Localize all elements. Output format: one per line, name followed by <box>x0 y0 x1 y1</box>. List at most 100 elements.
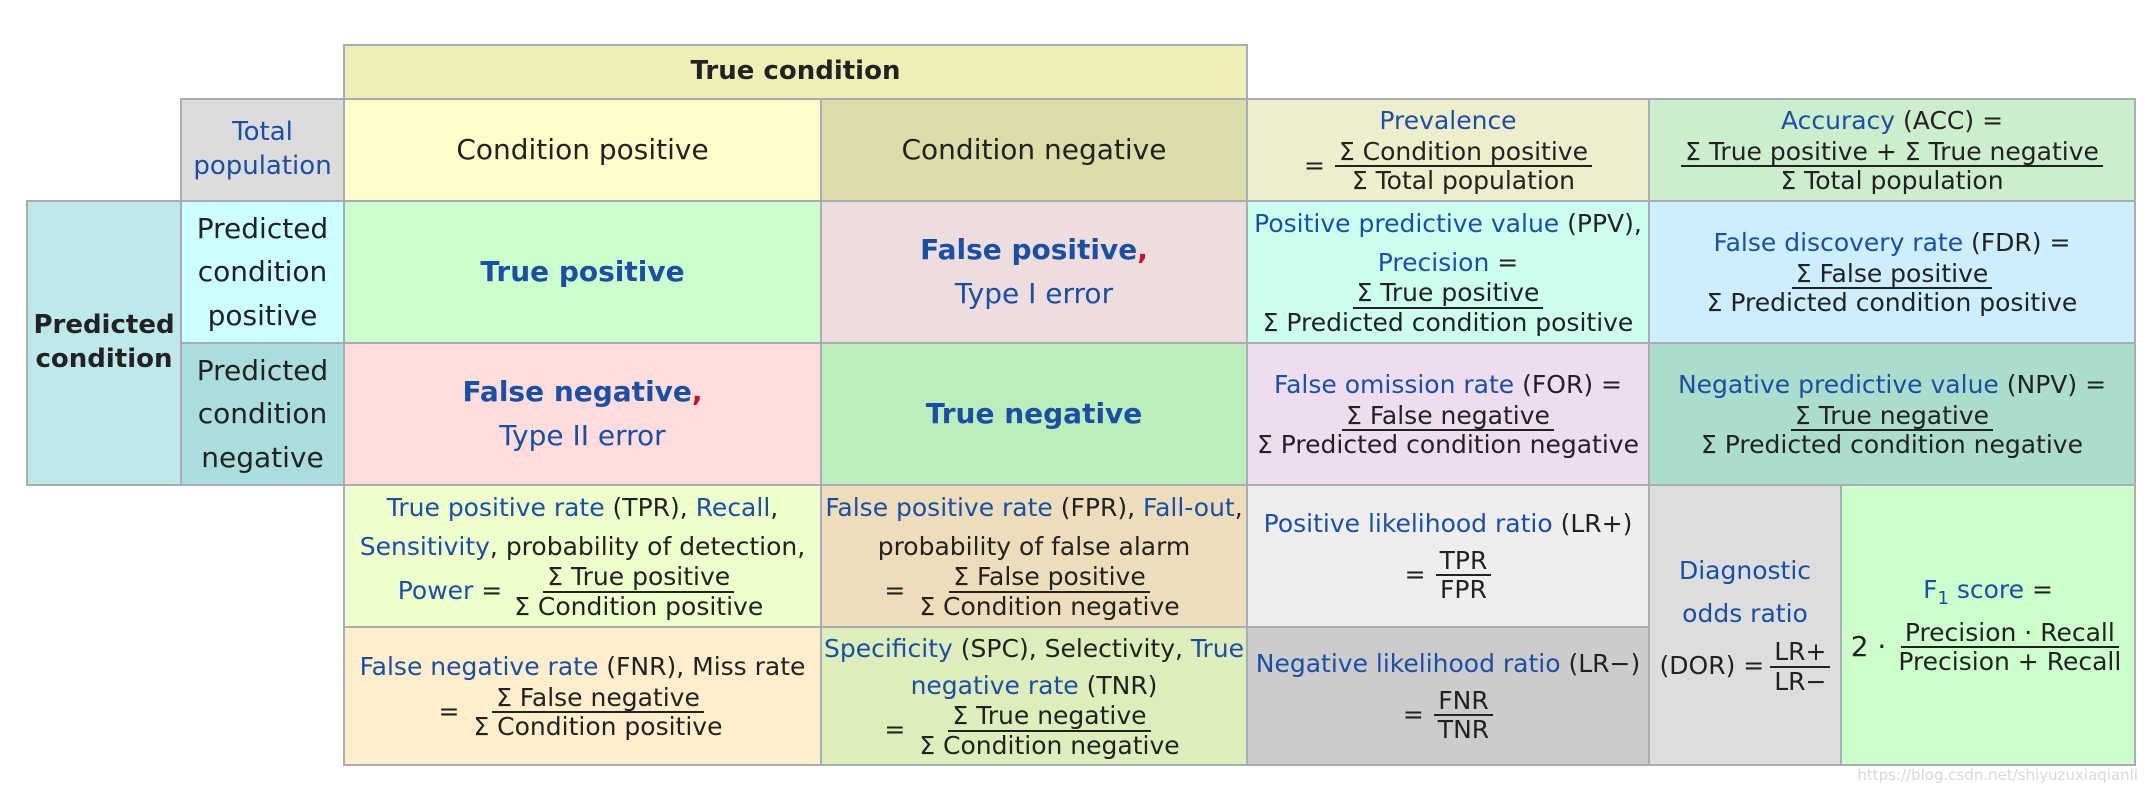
predicted-condition-label: Predicted condition <box>33 310 175 374</box>
fnr-abbr: (FNR), Miss rate <box>598 652 806 682</box>
fpr-cell: False positive rate (FPR), Fall-out, pro… <box>820 484 1248 628</box>
for-term: False omission rate <box>1274 370 1515 400</box>
lr-plus-equals: = <box>1404 560 1426 589</box>
lr-plus-fraction: TPR FPR <box>1435 547 1492 605</box>
f1-coefficient: 2 · <box>1850 629 1887 663</box>
power-term: Power <box>397 576 474 606</box>
accuracy-numerator: Σ True positive + Σ True negative <box>1681 138 2103 168</box>
tpr-numerator: Σ True positive <box>543 563 735 593</box>
for-abbr: (FOR) = <box>1514 370 1622 400</box>
spc-equals: = <box>884 715 906 745</box>
f1-letter: F <box>1923 575 1938 605</box>
false-negative-cell: False negative, Type II error <box>343 342 822 486</box>
f1-term: score <box>1948 575 2025 605</box>
fnr-numerator: Σ False negative <box>492 684 704 714</box>
type-ii-error-label: Type II error <box>499 419 666 452</box>
condition-positive-label: Condition positive <box>456 132 709 166</box>
lr-plus-term: Positive likelihood ratio <box>1263 509 1553 539</box>
total-population-label: Total population <box>193 117 332 181</box>
fpr-equals: = <box>884 576 906 606</box>
dor-term-line2: odds ratio <box>1682 598 1808 628</box>
condition-negative-label: Condition negative <box>901 132 1167 166</box>
fnr-term: False negative rate <box>359 652 599 682</box>
tnr-abbr: (TNR) <box>1078 670 1158 700</box>
lr-minus-denominator: TNR <box>1437 715 1490 745</box>
dor-fraction: LR+ LR− <box>1770 638 1831 696</box>
prevalence-equals: = <box>1303 151 1325 180</box>
fnr-equals: = <box>438 697 460 726</box>
lr-minus-fraction: FNR TNR <box>1434 687 1493 744</box>
fpr-numerator: Σ False positive <box>949 563 1150 593</box>
fpr-denominator: Σ Condition negative <box>919 591 1180 621</box>
dor-abbr: (DOR) = <box>1659 651 1765 681</box>
dor-cell: Diagnostic odds ratio (DOR) = LR+ LR− <box>1648 484 1842 766</box>
npv-cell: Negative predictive value (NPV) = Σ True… <box>1648 342 2136 486</box>
condition-negative-cell: Condition negative <box>820 98 1248 202</box>
prevalence-term: Prevalence <box>1379 106 1517 136</box>
ppv-term: Positive predictive value <box>1254 209 1560 238</box>
tpr-denominator: Σ Condition positive <box>514 591 764 621</box>
tpr-abbr: (TPR), <box>604 493 696 522</box>
specificity-abbr: (SPC), Selectivity, <box>952 634 1191 663</box>
tnr-term-line1: True <box>1190 634 1245 663</box>
tpr-fraction: Σ True positive Σ Condition positive <box>510 563 767 620</box>
predicted-condition-negative-label: Predicted condition negative <box>196 353 329 474</box>
condition-positive-cell: Condition positive <box>343 98 822 202</box>
npv-denominator: Σ Predicted condition negative <box>1701 430 2083 460</box>
f1-score-cell: F1 score = 2 · Precision · Recall Precis… <box>1840 484 2136 766</box>
ppv-cell: Positive predictive value (PPV), Precisi… <box>1246 200 1650 344</box>
f1-denominator: Precision + Recall <box>1898 647 2122 677</box>
for-denominator: Σ Predicted condition negative <box>1257 430 1639 460</box>
lr-minus-term: Negative likelihood ratio <box>1255 649 1561 679</box>
lr-plus-numerator: TPR <box>1435 547 1492 577</box>
fdr-abbr: (FDR) = <box>1963 228 2071 258</box>
lr-minus-abbr: (LR−) <box>1560 649 1641 679</box>
true-positive-label: True positive <box>480 254 685 288</box>
fpr-line2: probability of false alarm <box>877 531 1191 561</box>
lr-minus-cell: Negative likelihood ratio (LR−) = FNR TN… <box>1246 626 1650 766</box>
precision-equals: = <box>1489 247 1519 277</box>
fpr-fraction: Σ False positive Σ Condition negative <box>915 563 1183 620</box>
spc-denominator: Σ Condition negative <box>919 730 1180 760</box>
tpr-rest: , probability of detection, <box>489 531 806 561</box>
fpr-term: False positive rate <box>825 493 1053 522</box>
npv-term: Negative predictive value <box>1677 370 1999 400</box>
lr-plus-abbr: (LR+) <box>1552 509 1633 539</box>
fpr-abbr: (FPR), <box>1052 493 1143 522</box>
false-negative-label: False negative <box>462 374 692 408</box>
fdr-numerator: Σ False positive <box>1791 260 1993 290</box>
total-population-cell: Total population <box>180 98 345 202</box>
prevalence-denominator: Σ Total population <box>1351 166 1576 196</box>
false-positive-comma: , <box>1137 232 1148 266</box>
true-negative-cell: True negative <box>820 342 1248 486</box>
tpr-cell: True positive rate (TPR), Recall, Sensit… <box>343 484 822 628</box>
ppv-abbr: (PPV), <box>1559 209 1642 238</box>
fdr-cell: False discovery rate (FDR) = Σ False pos… <box>1648 200 2136 344</box>
ppv-denominator: Σ Predicted condition positive <box>1262 307 1634 337</box>
lr-plus-denominator: FPR <box>1440 575 1487 605</box>
npv-fraction: Σ True negative Σ Predicted condition ne… <box>1697 402 2087 459</box>
false-positive-label: False positive <box>920 232 1138 266</box>
accuracy-cell: Accuracy (ACC) = Σ True positive + Σ Tru… <box>1648 98 2136 202</box>
predicted-condition-positive-cell: Predicted condition positive <box>180 200 345 344</box>
dor-denominator: LR− <box>1774 666 1827 696</box>
type-i-error-label: Type I error <box>954 277 1114 310</box>
tpr-term: True positive rate <box>386 493 605 522</box>
fnr-cell: False negative rate (FNR), Miss rate = Σ… <box>343 626 822 766</box>
spc-fraction: Σ True negative Σ Condition negative <box>915 702 1183 759</box>
dor-term-line1: Diagnostic <box>1678 556 1812 585</box>
spc-numerator: Σ True negative <box>948 702 1151 732</box>
f1-subscript: 1 <box>1937 588 1949 610</box>
precision-term: Precision <box>1377 247 1490 277</box>
watermark: https://blog.csdn.net/shiyuzuxiaqianli <box>1857 766 2138 784</box>
false-negative-comma: , <box>691 374 703 408</box>
fdr-term: False discovery rate <box>1713 228 1964 258</box>
prevalence-numerator: Σ Condition positive <box>1334 138 1592 168</box>
recall-comma: , <box>770 493 779 522</box>
true-condition-label: True condition <box>690 56 901 87</box>
prevalence-fraction: Σ Condition positive Σ Total population <box>1334 138 1592 196</box>
npv-abbr: (NPV) = <box>1998 370 2107 400</box>
accuracy-term: Accuracy <box>1780 106 1896 136</box>
predicted-condition-positive-label: Predicted condition positive <box>196 211 329 332</box>
f1-numerator: Precision · Recall <box>1900 619 2119 649</box>
